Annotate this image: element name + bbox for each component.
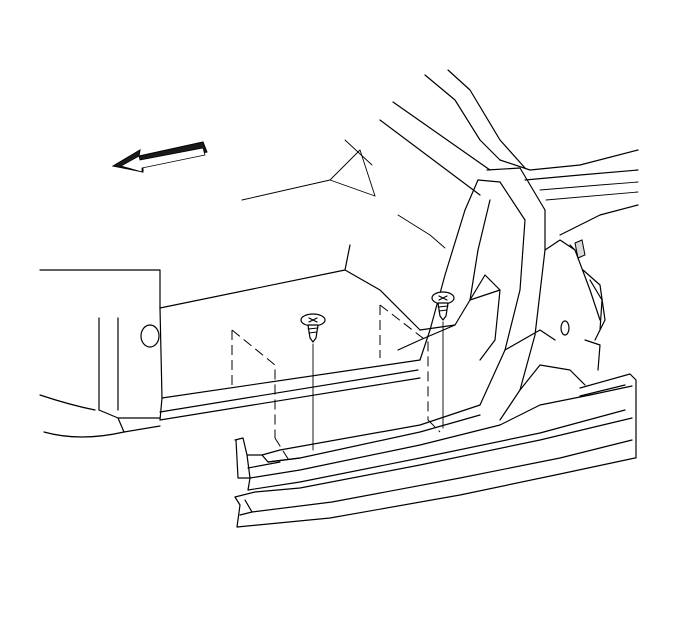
- retaining-screw-left: [300, 313, 326, 343]
- forward-arrow-icon: [111, 141, 208, 173]
- alignment-lines: [231, 304, 444, 463]
- body-pillar: [397, 167, 606, 421]
- retaining-screw-right: [431, 291, 455, 321]
- rocker-panel-molding: [234, 373, 637, 528]
- floor-pan: [159, 244, 421, 421]
- access-hole: [140, 324, 160, 348]
- body-upper-outline: [241, 69, 639, 249]
- front-section: [39, 269, 161, 438]
- door-sill-plate: [234, 394, 591, 479]
